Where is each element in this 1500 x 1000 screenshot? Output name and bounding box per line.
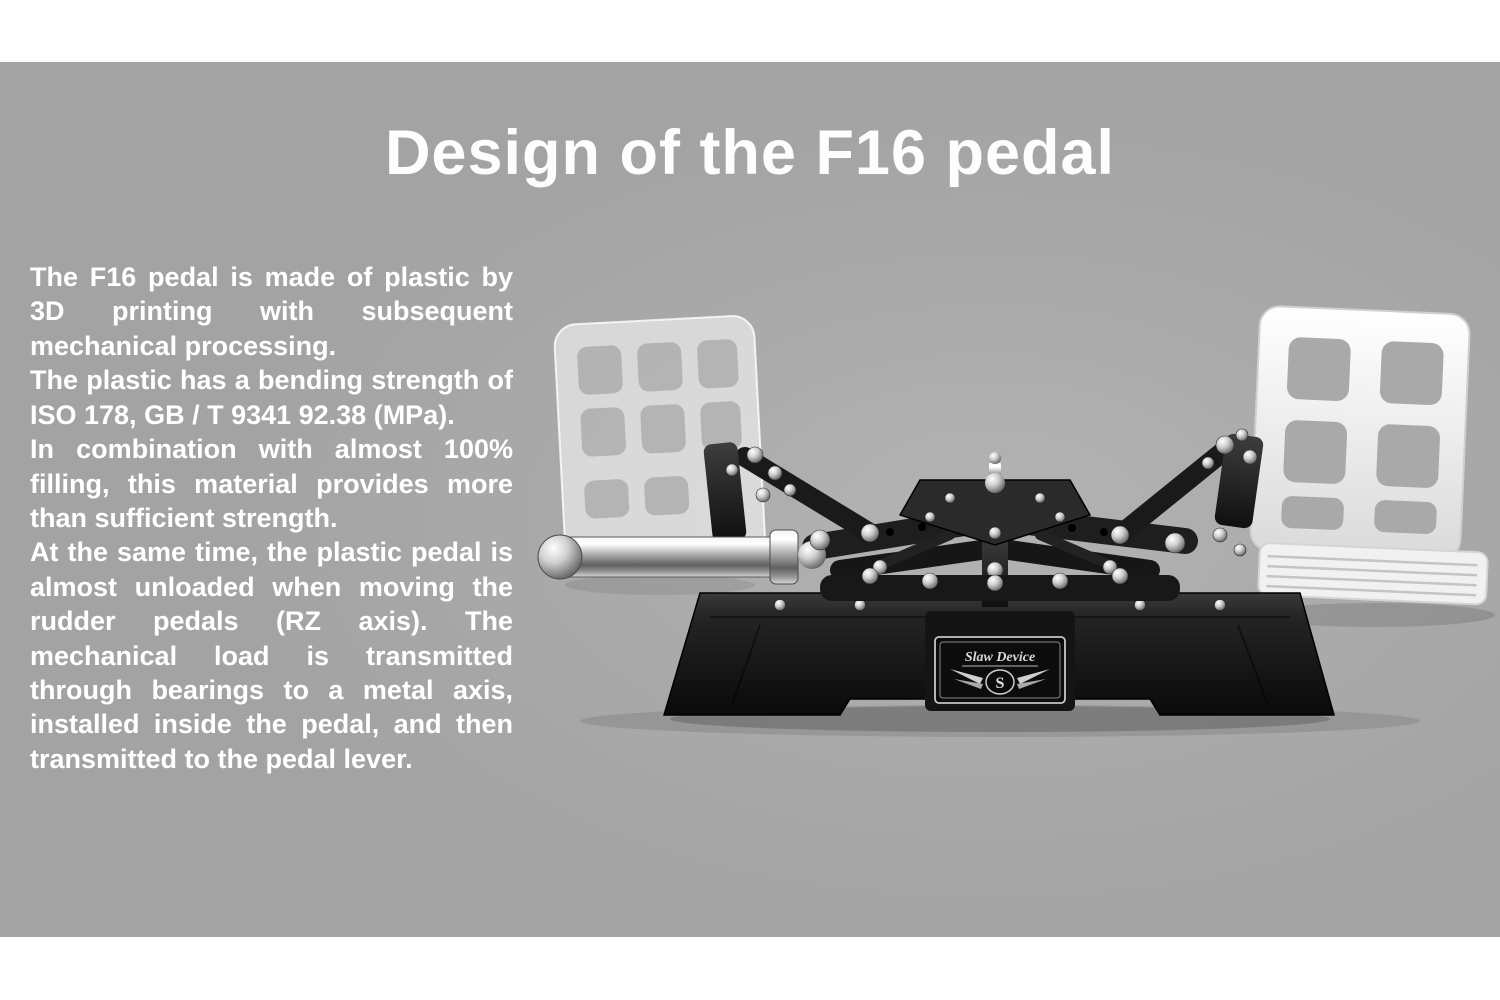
body-paragraph: In combination with almost 100% filling,… <box>30 434 513 533</box>
bottom-white-band <box>0 937 1500 1000</box>
brand-name: Slaw Device <box>965 650 1035 665</box>
front-lower-bar <box>820 567 1180 601</box>
left-ghost-pedal <box>553 315 767 570</box>
right-pedal <box>1249 305 1489 606</box>
brand-plaque: Slaw Device S <box>934 636 1066 704</box>
body-paragraph: The plastic has a bending strength of IS… <box>30 365 513 430</box>
base-bolts <box>774 599 1226 611</box>
pedal-device-render: Slaw Device S <box>520 285 1500 755</box>
body-paragraph: The F16 pedal is made of plastic by 3D p… <box>30 262 513 361</box>
top-white-band <box>0 0 1500 62</box>
actuator-cylinder <box>537 529 826 585</box>
slide-background: Design of the F16 pedal The F16 pedal is… <box>0 62 1500 937</box>
central-plate <box>898 452 1092 607</box>
body-text-block: The F16 pedal is made of plastic by 3D p… <box>30 260 513 776</box>
pedal-device-svg: Slaw Device S <box>537 305 1495 737</box>
slide-title: Design of the F16 pedal <box>384 118 1116 188</box>
right-pedal-holes <box>1281 337 1444 534</box>
body-paragraph: At the same time, the plastic pedal is a… <box>30 537 513 774</box>
brand-monogram: S <box>996 675 1005 692</box>
link-arms-rear <box>830 538 1160 580</box>
